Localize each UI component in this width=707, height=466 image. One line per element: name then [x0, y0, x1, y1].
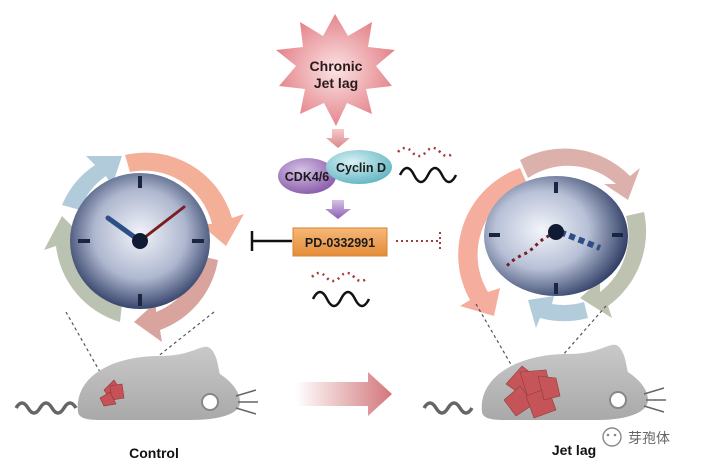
clock-tick-3 [192, 239, 204, 243]
clock-tick-9-right [489, 233, 500, 237]
control-mouse: Control [14, 346, 258, 461]
mouse-whiskers [235, 389, 258, 415]
clock-tick-3-right [612, 233, 623, 237]
clock-tick-6-right [554, 283, 558, 294]
cdk-cyclin-complex: CDK4/6 Cyclin D [278, 150, 392, 194]
clock-arrow-sage-right [580, 212, 647, 318]
inhibition-to-control-clock [250, 231, 292, 251]
clock-tick-9 [78, 239, 90, 243]
drug-box: PD-0332991 [292, 227, 388, 257]
clock-hand-dashed [558, 229, 602, 251]
clock-arrow-rose-right [520, 148, 640, 200]
control-clock [44, 152, 244, 342]
rhythm-wave-bottom [311, 271, 371, 308]
jetlag-mouse: Jet lag [422, 344, 666, 458]
clock-minute-hand [138, 205, 186, 243]
inhibition-to-jetlag-clock [396, 232, 441, 250]
clock-tick-12-right [554, 182, 558, 193]
mouse-whiskers-right [643, 387, 666, 413]
control-label: Control [129, 445, 179, 461]
chronic-jetlag-starburst: Chronic Jet lag [276, 14, 395, 126]
watermark-text: 芽孢体 [628, 431, 670, 447]
mouse-tail [14, 401, 78, 415]
cyclin-d-label: Cyclin D [336, 161, 386, 175]
clock-arrow-salmon-right [458, 168, 528, 316]
cdk46-bubble [278, 158, 336, 194]
cyclin-d-bubble [326, 150, 392, 184]
drug-label: PD-0332991 [305, 236, 375, 250]
down-arrow-purple [325, 200, 351, 219]
tumor-large [503, 365, 561, 419]
clock-arrow-salmon [125, 152, 244, 246]
starburst-label-line1: Chronic [310, 58, 363, 74]
tumor-small [99, 379, 125, 407]
rhythm-wave-top [397, 146, 458, 184]
down-arrow-pink [326, 129, 350, 148]
cdk46-label: CDK4/6 [285, 170, 330, 184]
starburst-label-line2: Jet lag [314, 75, 358, 91]
clock-center-right [548, 224, 564, 240]
clock-center [132, 233, 148, 249]
mouse-eye-right [609, 391, 627, 409]
clock-arrow-blue [62, 156, 122, 210]
jetlag-clock [458, 148, 647, 328]
transition-arrow [296, 372, 392, 416]
mouse-body [77, 346, 240, 420]
wechat-icon [602, 427, 622, 447]
clock-tick-6 [138, 294, 142, 306]
clock-arrow-blue-right [528, 296, 588, 328]
jetlag-label: Jet lag [552, 442, 596, 458]
watermark: 芽孢体 [602, 427, 670, 447]
clock-tick-12 [138, 176, 142, 188]
mouse-eye [201, 393, 219, 411]
mouse-tail-right [422, 401, 474, 415]
